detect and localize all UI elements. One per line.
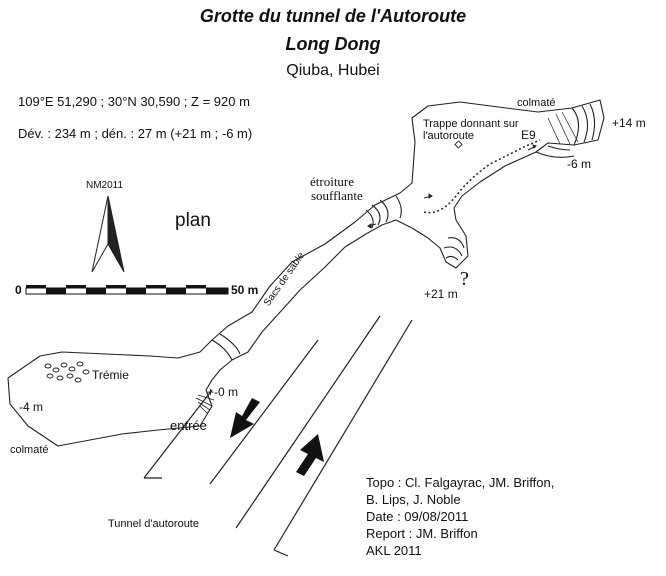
development-info: Dév. : 234 m ; dén. : 27 m (+21 m ; -6 m… xyxy=(18,126,253,141)
cave-outline xyxy=(7,99,605,447)
scale-end-label: 50 m xyxy=(231,283,259,297)
trappe-marker xyxy=(454,140,463,149)
label-colmate-bottom: colmaté xyxy=(10,444,49,456)
highway-tunnel xyxy=(143,315,413,557)
label-tunnel: Tunnel d'autoroute xyxy=(108,518,199,530)
label-e9: E9 xyxy=(521,128,536,142)
label-plus21: +21 m xyxy=(424,287,458,301)
scale-start-label: 0 xyxy=(15,283,22,297)
coordinates: 109°E 51,290 ; 30°N 30,590 ; Z = 920 m xyxy=(18,94,250,109)
credits-block: Topo : Cl. Falgayrac, JM. Briffon, B. Li… xyxy=(366,474,554,559)
traffic-arrows xyxy=(230,398,324,476)
credits-line-2: B. Lips, J. Noble xyxy=(366,492,461,507)
label-soufflante: soufflante xyxy=(311,188,363,203)
north-label: NM2011 xyxy=(86,180,124,191)
credits-line-5: AKL 2011 xyxy=(366,543,422,558)
label-trappe-line2: l'autoroute xyxy=(423,130,475,142)
label-minus6: -6 m xyxy=(567,157,591,171)
label-zero: +-0 m xyxy=(207,385,239,399)
location: Qiuba, Hubei xyxy=(286,62,380,79)
label-etroiture: étroiture xyxy=(310,174,355,189)
map-title: Grotte du tunnel de l'Autoroute xyxy=(199,6,467,26)
label-plus14: +14 m xyxy=(612,116,646,130)
plan-label: plan xyxy=(175,210,211,231)
scale-bar xyxy=(25,285,229,295)
credits-line-1: Topo : Cl. Falgayrac, JM. Briffon, xyxy=(366,475,555,490)
credits-line-4: Report : JM. Briffon xyxy=(366,526,478,541)
label-question: ? xyxy=(460,268,469,290)
cave-name: Long Dong xyxy=(285,34,381,54)
label-minus4: -4 m xyxy=(19,400,43,414)
label-entree: entrée xyxy=(170,418,207,433)
survey-line xyxy=(423,139,541,214)
label-colmate-top: colmaté xyxy=(517,97,556,109)
credits-line-3: Date : 09/08/2011 xyxy=(366,509,469,524)
label-trappe-line1: Trappe donnant sur xyxy=(423,118,519,130)
north-arrow-icon xyxy=(91,195,125,273)
label-tremie: Trémie xyxy=(92,368,129,382)
tremie-boulders xyxy=(44,361,90,383)
